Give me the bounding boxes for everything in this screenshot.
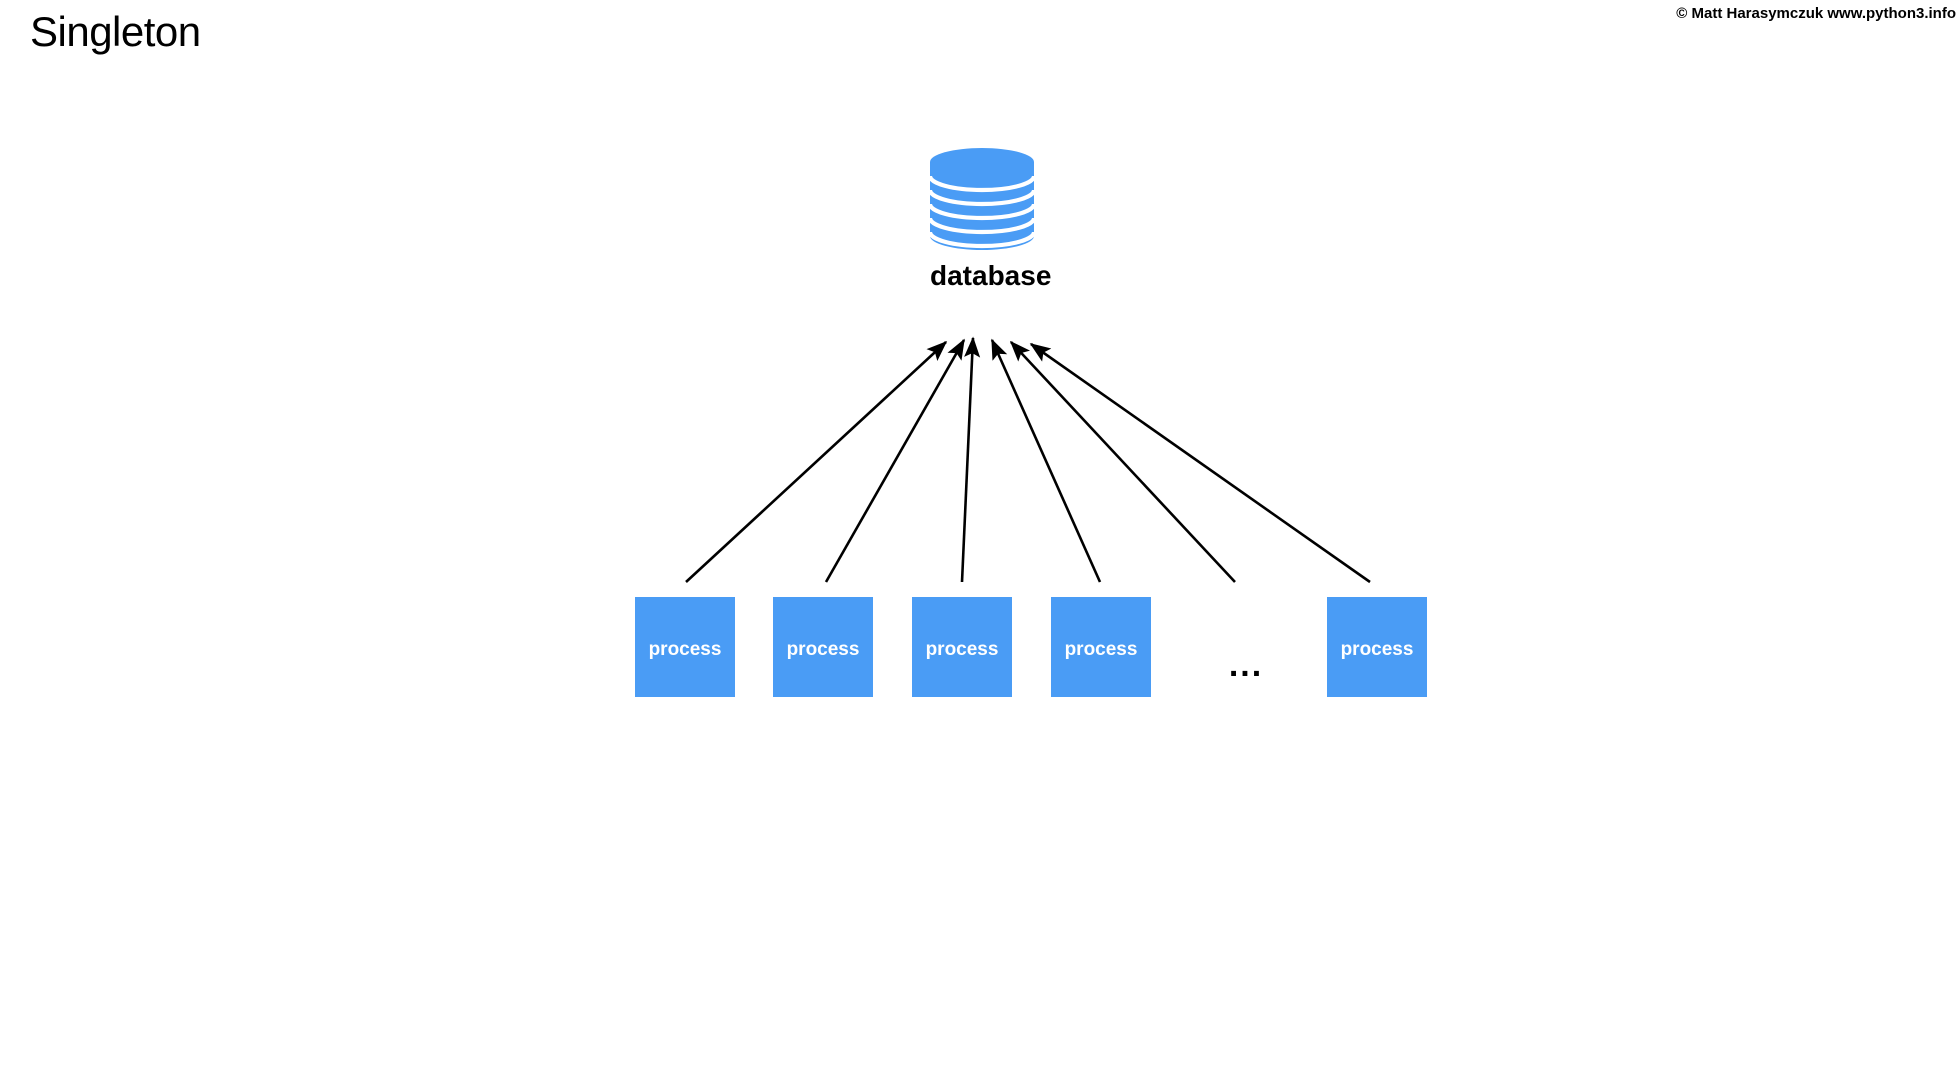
process-node-4[interactable]: process <box>1051 597 1151 697</box>
arrow-process-2-to-database <box>824 338 966 583</box>
process-node-1[interactable]: process <box>635 597 735 697</box>
process-label: process <box>786 638 860 660</box>
copyright-notice: © Matt Harasymczuk www.python3.info <box>1676 5 1956 22</box>
database-cylinder-icon <box>930 148 1034 250</box>
arrow-process-5-to-database <box>1009 340 1236 583</box>
arrow-process-3-to-database <box>960 336 981 583</box>
page-title: Singleton <box>30 8 201 55</box>
process-node-5[interactable]: process <box>1327 597 1427 697</box>
arrow-process-6-to-database <box>1029 342 1371 584</box>
ellipsis-more-processes: ... <box>1228 646 1264 684</box>
process-label: process <box>648 638 722 660</box>
database-node[interactable]: database <box>930 148 1052 292</box>
arrow-process-4-to-database <box>990 338 1102 583</box>
database-label: database <box>930 260 1052 291</box>
process-node-3[interactable]: process <box>912 597 1012 697</box>
process-label: process <box>1340 638 1414 660</box>
process-label: process <box>925 638 999 660</box>
process-node-2[interactable]: process <box>773 597 873 697</box>
arrow-process-1-to-database <box>685 340 948 583</box>
process-label: process <box>1064 638 1138 660</box>
